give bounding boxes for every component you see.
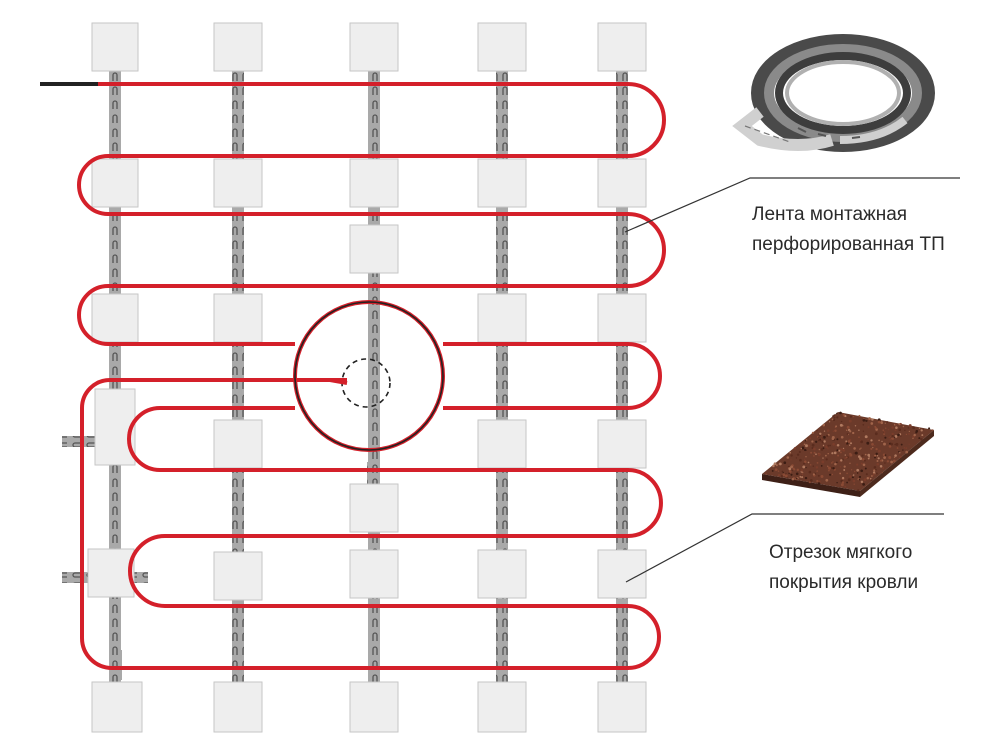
heating-cable-path [77, 82, 666, 670]
roofing-tile [349, 22, 399, 72]
roofing-tile [349, 158, 399, 208]
roofing-tile [477, 293, 527, 343]
roofing-tile [213, 551, 263, 601]
mounting-tape [109, 70, 121, 682]
roofing-label-line2: покрытия кровли [769, 572, 919, 593]
roofing-tile [91, 22, 139, 72]
roofing-tile [213, 419, 263, 469]
roofing-label: Отрезок мягкого покрытия кровли [769, 538, 918, 598]
roofing-tile [94, 388, 136, 466]
mounting-tape [232, 70, 244, 682]
roofing-tile [597, 293, 647, 343]
roofing-tile [477, 549, 527, 599]
roofing-tile [597, 419, 647, 469]
roofing-tile [91, 158, 139, 208]
roofing-tile [213, 158, 263, 208]
roofing-label-line1: Отрезок мягкого [769, 542, 913, 563]
roofing-tile [213, 22, 263, 72]
tape-leader-line [624, 177, 960, 233]
roofing-tile [91, 293, 139, 343]
roofing-tile [349, 224, 399, 274]
mounting-tape [616, 70, 628, 682]
roofing-tile [213, 681, 263, 733]
roofing-tile [597, 158, 647, 208]
tape-coil-image [732, 34, 935, 152]
roofing-tile [349, 549, 399, 599]
roofing-tile [349, 483, 399, 533]
roofing-tiles [87, 22, 647, 733]
tape-label: Лента монтажная перфорированная ТП [752, 200, 945, 260]
mounting-tapes [62, 70, 628, 682]
roofing-tile [597, 22, 647, 72]
mounting-tape-stub [62, 436, 122, 447]
roofing-tile [597, 681, 647, 733]
roofing-tile [213, 293, 263, 343]
roofing-tile [477, 419, 527, 469]
roofing-sample-image [762, 411, 934, 497]
mounting-tape-stub [367, 462, 379, 484]
roofing-leader-line [625, 513, 944, 583]
roofing-tile [477, 22, 527, 72]
obstacle-outline [294, 301, 444, 451]
mounting-tape [496, 70, 508, 682]
tape-label-line1: Лента монтажная [752, 204, 908, 225]
mounting-tape-stub [112, 650, 122, 680]
drain-dashed-circle [341, 358, 391, 408]
cable-end [329, 378, 348, 385]
roofing-tile [477, 158, 527, 208]
roofing-tile [87, 548, 135, 598]
roofing-tile [91, 681, 143, 733]
roofing-tile [597, 549, 647, 599]
roofing-tile [349, 681, 399, 733]
roofing-tile [477, 681, 527, 733]
tape-label-line2: перфорированная ТП [752, 234, 945, 255]
